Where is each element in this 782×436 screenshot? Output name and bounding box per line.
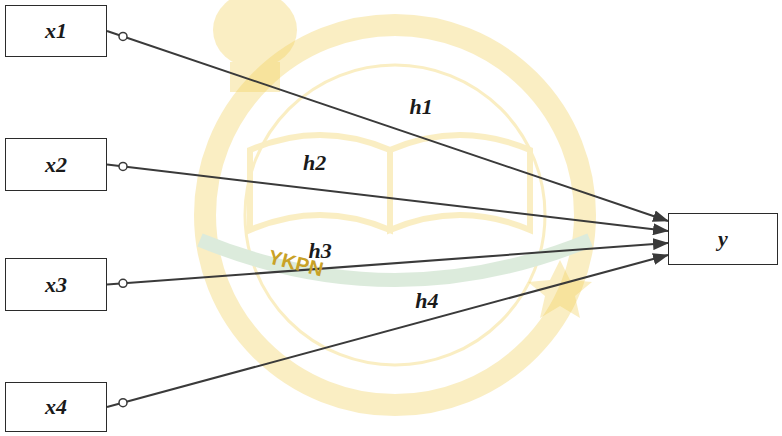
path-coefficient: h4: [415, 288, 438, 314]
variable-box: x3: [5, 258, 107, 311]
variable-name: x2: [45, 152, 67, 178]
path-coefficient: h1: [410, 94, 433, 120]
path-arrow: [107, 31, 668, 221]
path-coefficient: h2: [303, 150, 326, 176]
variable-name: x1: [45, 18, 67, 44]
port-circle: [119, 162, 127, 170]
variable-name: x4: [45, 394, 67, 420]
variable-box: x1: [5, 5, 107, 57]
variable-box: x4: [5, 382, 107, 432]
port-circle: [119, 32, 127, 40]
variable-box: x2: [5, 138, 107, 191]
path-arrow: [107, 165, 668, 232]
variable-name: y: [718, 226, 728, 252]
port-circle: [119, 279, 127, 287]
variable-name: x3: [45, 272, 67, 298]
outcome-box: y: [668, 213, 778, 265]
path-arrow: [107, 255, 668, 407]
port-circle: [119, 399, 127, 407]
